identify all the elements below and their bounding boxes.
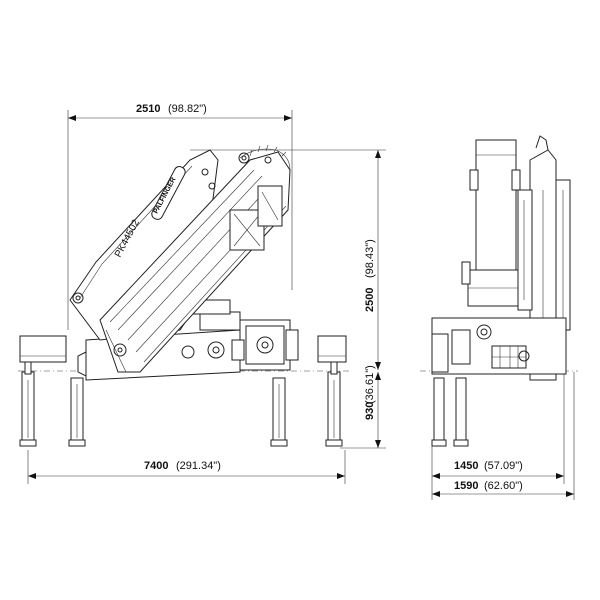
rear-width-outer-value: 1590: [454, 480, 478, 492]
folded-boom: [99, 151, 291, 373]
top-width-value: 2510: [136, 103, 160, 115]
height-below-imperial: (36.61"): [364, 365, 376, 404]
rear-width-outer-imperial: (62.60"): [484, 480, 523, 492]
right-inner-leg: [270, 377, 288, 447]
height-above-imperial: (98.43"): [364, 239, 376, 278]
rear-width-inner-value: 1450: [454, 460, 478, 472]
side-view-crane: PK44502 PALFINGER: [18, 144, 352, 447]
rear-width-inner-imperial: (57.09"): [484, 460, 523, 472]
rear-base: [431, 317, 567, 375]
dimension-top-width: 2510 (98.82"): [67, 103, 293, 330]
rear-column: [461, 139, 525, 307]
rear-left-leg: [431, 377, 447, 447]
left-inner-leg: [68, 377, 86, 447]
hose-chain: [239, 148, 291, 171]
outrigger-span-imperial: (291.34"): [176, 460, 221, 472]
height-above-value: 2500: [364, 288, 376, 312]
height-below-value: 930: [364, 402, 376, 420]
dimension-height-below: 930 (36.61"): [340, 365, 386, 449]
hose-chain-teeth: [249, 144, 287, 157]
dimension-rear-width-inner: 1450 (57.09"): [431, 372, 565, 484]
outrigger-span-value: 7400: [144, 460, 168, 472]
dimension-outrigger-span: 7400 (291.34"): [27, 450, 346, 484]
dimension-height-above: 2500 (98.43"): [190, 149, 386, 370]
right-outrigger: [317, 335, 347, 447]
rear-view-crane: [420, 135, 578, 447]
left-outrigger: [19, 335, 67, 447]
top-width-imperial: (98.82"): [168, 103, 207, 115]
dimension-rear-width-outer: 1590 (62.60"): [431, 372, 575, 500]
base-frame: [77, 299, 299, 381]
rear-right-leg: [453, 377, 469, 447]
